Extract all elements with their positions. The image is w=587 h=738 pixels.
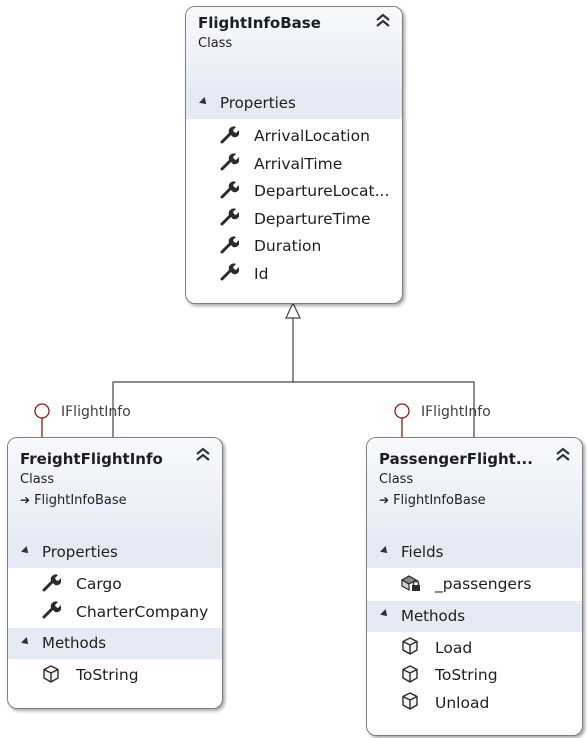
property-wrench-icon [219,235,239,255]
base-class-reference: ➔FlightInfoBase [20,493,127,508]
compartment-members: _passengers [367,568,582,601]
class-header: PassengerFlight... Class ➔FlightInfoBase [367,438,582,537]
member-item[interactable]: Cargo [8,571,222,599]
compartment-members: ToString [8,659,222,692]
expand-triangle-icon [199,96,209,107]
member-item[interactable]: DepartureTime [186,206,402,234]
member-label: ArrivalTime [254,154,343,173]
compartment-fields[interactable]: Fields [367,537,582,568]
member-label: Unload [435,693,490,712]
class-header: FlightInfoBase Class [186,7,402,88]
class-name: FreightFlightInfo [20,450,163,468]
member-label: ToString [76,666,139,685]
member-label: CharterCompany [76,602,209,621]
arrow-right-icon: ➔ [379,493,390,507]
class-kind: Class [379,472,414,487]
member-label: ArrivalLocation [254,127,370,145]
property-wrench-icon [219,180,239,200]
member-item[interactable]: ToString [8,662,222,690]
expand-triangle-icon [380,609,390,620]
private-field-icon [400,573,420,593]
property-wrench-icon [219,125,239,145]
method-cube-icon [41,664,61,684]
property-wrench-icon [219,262,239,282]
compartment-title: Methods [401,606,466,625]
member-item[interactable]: ToString [367,662,582,690]
member-item[interactable]: _passengers [367,571,582,599]
member-item[interactable]: Duration [186,233,402,261]
class-name: FlightInfoBase [198,14,321,32]
member-label: DepartureTime [254,209,371,228]
member-label: Load [435,638,473,657]
member-item[interactable]: Unload [367,690,582,718]
method-cube-icon [400,636,420,656]
class-passengerflightinfo[interactable]: PassengerFlight... Class ➔FlightInfoBase… [366,437,583,736]
base-class-reference: ➔FlightInfoBase [379,493,486,508]
class-name: PassengerFlight... [379,450,533,468]
member-item[interactable]: DepartureLocat... [186,178,402,206]
freight-interface-label: IFlightInfo [61,404,131,420]
method-cube-icon [400,691,420,711]
member-label: DepartureLocat... [254,182,390,201]
class-kind: Class [198,36,233,51]
member-item[interactable]: ArrivalTime [186,151,402,179]
member-label: Duration [254,237,322,256]
method-cube-icon [400,664,420,684]
member-item[interactable]: ArrivalLocation [186,123,402,151]
member-item[interactable]: Load [367,635,582,663]
class-kind: Class [20,472,55,487]
expand-triangle-icon [21,545,31,556]
class-freightflightinfo[interactable]: FreightFlightInfo Class ➔FlightInfoBase … [7,437,223,709]
member-label: ToString [435,666,498,685]
compartment-methods[interactable]: Methods [8,628,222,660]
arrow-right-icon: ➔ [20,493,31,507]
collapse-chevron-icon[interactable] [554,446,572,462]
class-header: FreightFlightInfo Class ➔FlightInfoBase [8,438,222,537]
passenger-interface-label: IFlightInfo [421,404,491,420]
expand-triangle-icon [21,636,31,647]
compartment-methods[interactable]: Methods [367,600,582,632]
property-wrench-icon [219,207,239,227]
compartment-title: Properties [42,543,118,561]
interface-lollipop-icon [394,403,410,419]
compartment-properties[interactable]: Properties [186,88,402,119]
expand-triangle-icon [380,545,390,556]
member-item[interactable]: CharterCompany [8,599,222,627]
property-wrench-icon [41,600,61,620]
member-label: Cargo [76,575,122,593]
member-label: _passengers [435,575,532,593]
compartment-title: Fields [401,543,444,561]
member-label: Id [254,264,269,283]
property-wrench-icon [219,152,239,172]
class-flightinfobase[interactable]: FlightInfoBase Class Properties ArrivalL… [185,6,403,304]
compartment-title: Methods [42,634,107,653]
collapse-chevron-icon[interactable] [374,12,392,28]
property-wrench-icon [41,573,61,593]
interface-lollipop-icon [34,403,50,419]
member-item[interactable]: Id [186,261,402,289]
collapse-chevron-icon[interactable] [194,446,212,462]
compartment-properties[interactable]: Properties [8,537,222,568]
